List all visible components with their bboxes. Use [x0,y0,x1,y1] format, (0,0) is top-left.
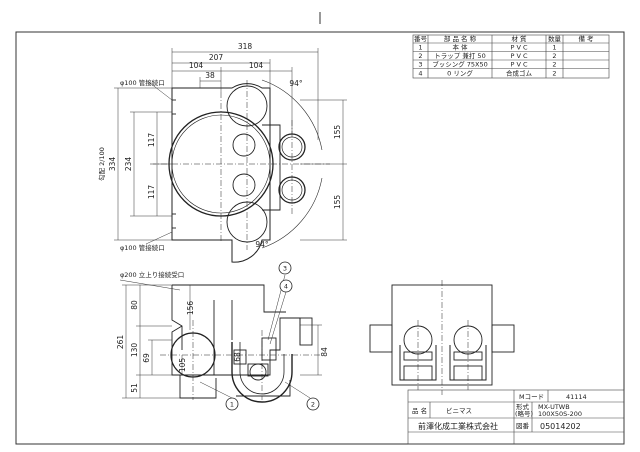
dim-156: 156 [186,301,195,316]
table-cell: 2 [418,52,422,60]
dim-261: 261 [116,335,125,350]
model-value-1: MX-UTWB [538,403,570,411]
plan-dimension-lines [114,48,347,245]
callout-2-circle [306,397,320,411]
name-label: 品 名 [412,406,427,415]
dim-105: 105 [178,358,187,373]
table-cell: P V C [510,44,527,52]
dim-104-b: 104 [249,61,264,70]
label-inlet-top: φ100 管接続口 [120,78,165,87]
table-cell: 0 リング [447,69,473,78]
section-dimension-lines [119,274,322,399]
table-cell: 1 [418,44,422,52]
label-slope: 勾配 2/100 [97,147,106,181]
dim-117-b: 117 [147,185,156,200]
dim-38: 38 [205,71,215,80]
dim-angle-top: 94° [289,79,303,88]
table-header-qty: 数量 [548,34,562,43]
table-header-name: 部 品 名 称 [444,34,477,43]
dim-334: 334 [108,157,117,172]
plan-view [150,79,330,263]
drawing-no-label: 図番 [516,422,530,430]
callout-4-circle [279,279,293,293]
dim-234: 234 [124,157,133,172]
table-cell: P V C [510,52,527,60]
dim-angle-bottom: 94° [255,240,269,249]
parts-table [412,34,610,79]
dim-130: 130 [130,343,139,358]
callout-4: 4 [284,283,288,291]
label-inlet-bottom: φ100 管接続口 [120,243,165,252]
callout-3: 3 [283,265,287,273]
name-value: ビニマス [446,406,472,415]
table-cell: ブッシング 75X50 [432,60,488,69]
dim-68: 68 [233,352,242,362]
table-cell: 本 体 [452,43,468,52]
table-cell: 2 [552,61,556,69]
table-cell: 2 [552,70,556,78]
m-code-value: 41114 [566,393,587,401]
side-view [369,280,515,395]
table-cell: 1 [552,44,556,52]
drawing-no-value: 05014202 [540,422,581,431]
callout-1-circle [225,397,239,411]
dim-51: 51 [130,383,139,393]
dim-84: 84 [320,347,329,357]
callout-1: 1 [230,401,234,409]
m-code-label: Mコード [519,393,544,401]
table-cell: 4 [418,70,422,78]
table-cell: トラップ 兼打 50 [434,51,485,60]
dim-80: 80 [130,300,139,310]
table-header-remarks: 備 考 [578,34,594,43]
model-label-2: (略号) [515,409,533,418]
callout-3-circle [278,261,292,275]
company-name: 前澤化成工業株式会社 [418,421,498,431]
callout-2: 2 [311,401,315,409]
table-cell: P V C [510,61,527,69]
table-header-no: 番号 [414,35,428,43]
title-block [407,389,625,445]
table-cell: 3 [418,61,422,69]
dim-155-b: 155 [333,195,342,210]
dim-117-a: 117 [147,133,156,148]
dim-104-a: 104 [189,61,204,70]
dim-69: 69 [142,353,151,363]
section-view [160,284,320,403]
dim-155-a: 155 [333,125,342,140]
table-header-material: 材 質 [511,34,527,43]
dim-207: 207 [209,53,224,62]
dim-318: 318 [238,42,253,51]
label-riser: φ200 立上り接続受口 [120,270,184,279]
table-cell: 2 [552,52,556,60]
drawing-frame [15,31,625,445]
model-value-2: 100X50S-200 [538,410,582,418]
model-label-1: 形式 [516,402,530,411]
callouts: 3 4 1 2 [225,261,320,411]
table-cell: 合成ゴム [506,69,533,78]
